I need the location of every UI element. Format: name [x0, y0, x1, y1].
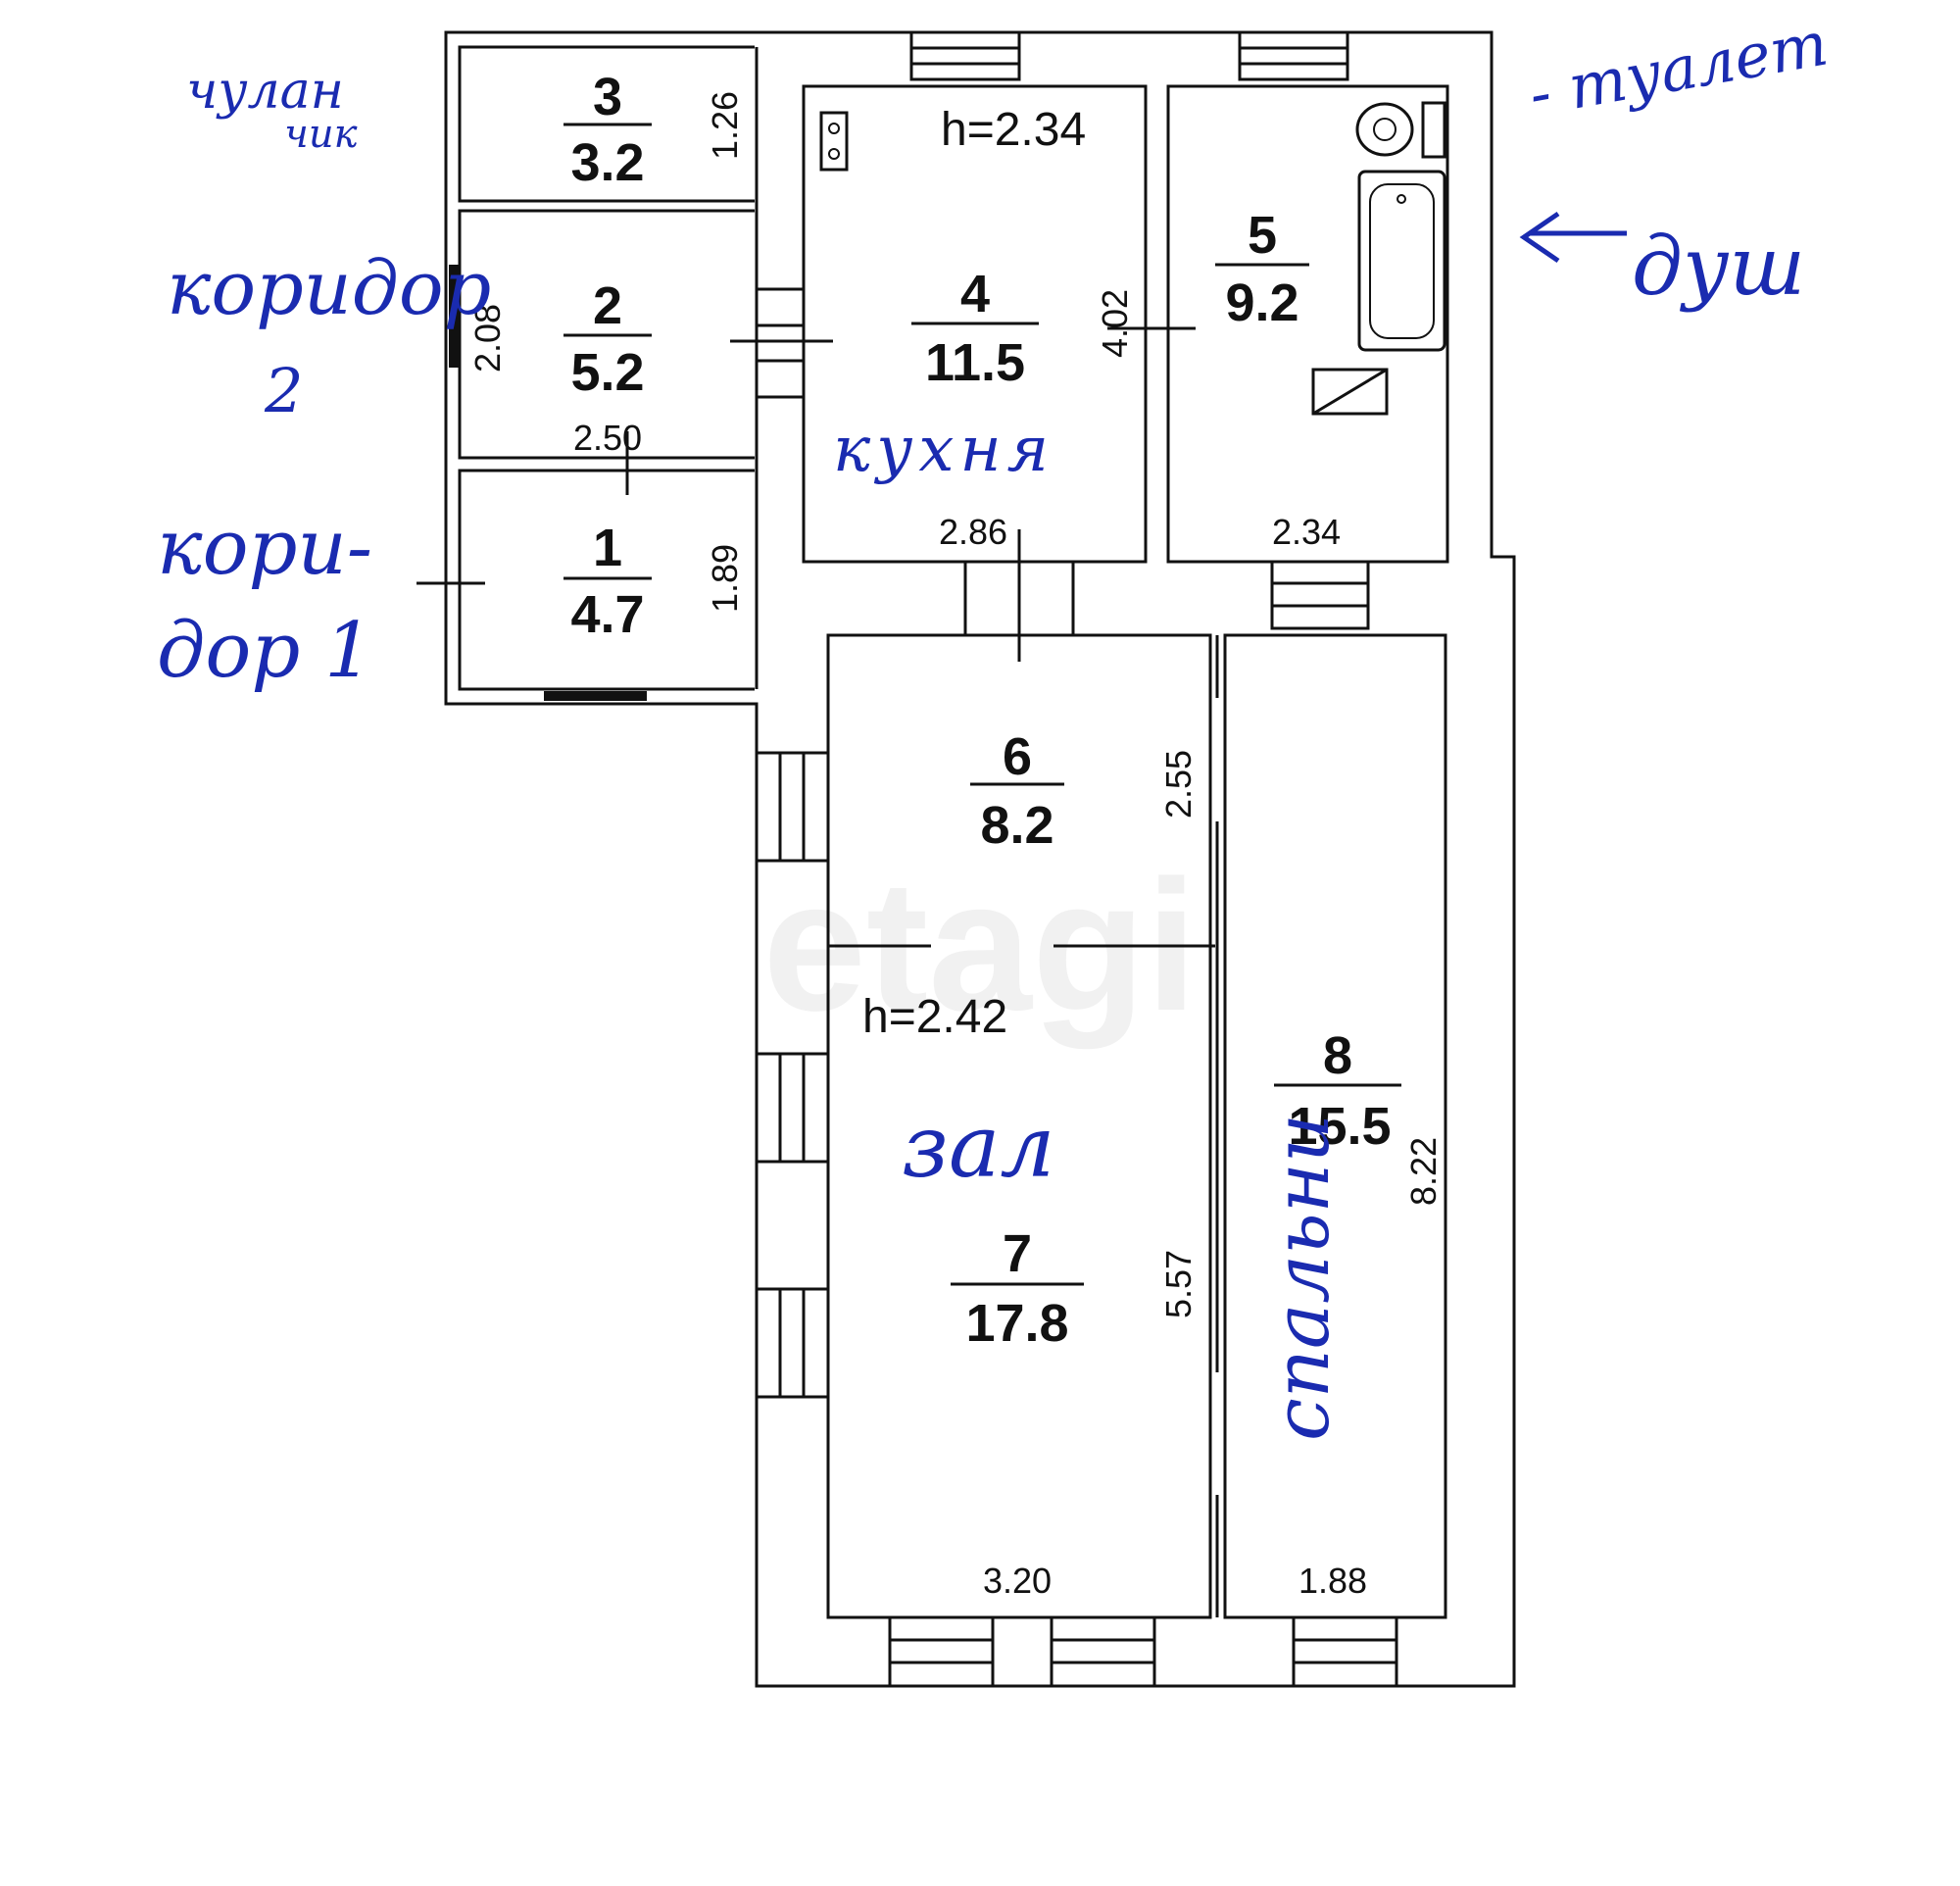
- room-7-number: 7: [1003, 1224, 1032, 1283]
- room-2-area: 5.2: [570, 343, 644, 402]
- window-left-1: [755, 751, 830, 863]
- dim-room7-height: 5.57: [1158, 1250, 1199, 1318]
- window-room2-right: [755, 287, 806, 399]
- window-left-2: [755, 1052, 830, 1164]
- window-bottom-3: [1292, 1615, 1398, 1688]
- stove-icon: [819, 111, 849, 172]
- handwritten-kitchen: кухня: [833, 414, 1054, 486]
- room-5-area: 9.2: [1225, 273, 1298, 332]
- room-4-label: 4 11.5: [911, 265, 1039, 392]
- handwritten-pantry-line2: чик: [284, 112, 358, 157]
- dim-room6-height: 2.55: [1158, 750, 1199, 819]
- handwritten-corridor1-line1: кори-: [157, 504, 372, 592]
- window-top-2: [1238, 30, 1349, 81]
- dim-room7-width: 3.20: [983, 1561, 1052, 1601]
- room-8-area: 15.5: [1288, 1097, 1391, 1156]
- room-5-number: 5: [1248, 206, 1277, 265]
- dim-kitchen-height: 4.02: [1095, 289, 1135, 358]
- handwritten-corridor1-line2: дор 1: [157, 607, 373, 695]
- room-6-label: 6 8.2: [970, 727, 1064, 855]
- windows: [755, 30, 1398, 1688]
- dim-room2-width: 2.50: [573, 418, 642, 458]
- room-7-label: 7 17.8: [951, 1224, 1084, 1353]
- room-8-label: 8 15.5: [1274, 1026, 1401, 1156]
- handwritten-bedroom: спальни: [1258, 1114, 1347, 1441]
- door-markers: [416, 326, 1196, 662]
- toilet-icon: [1355, 101, 1446, 159]
- handwritten-shower: душ: [1632, 221, 1805, 314]
- window-bathroom-below: [1270, 560, 1370, 630]
- handwritten-pantry-line1: чулан: [186, 62, 344, 121]
- handwritten-toilet: - туалет: [1524, 8, 1833, 130]
- room-3-area: 3.2: [570, 133, 644, 192]
- dim-room8-width: 1.88: [1298, 1561, 1367, 1601]
- outer-walls: [444, 30, 1516, 1688]
- room-1-number: 1: [593, 519, 622, 577]
- room-7-area: 17.8: [965, 1294, 1068, 1353]
- room-3-label: 3 3.2: [564, 68, 652, 192]
- handwritten-corridor2-line1: коридор: [167, 244, 491, 331]
- window-top-1: [909, 30, 1021, 81]
- room-4-number: 4: [960, 265, 990, 323]
- room-6-number: 6: [1003, 727, 1032, 786]
- dim-room3-height: 1.26: [705, 91, 745, 160]
- dim-room2-height: 2.08: [467, 304, 508, 372]
- dim-room1-height: 1.89: [705, 544, 745, 613]
- dim-room8-height: 8.22: [1403, 1137, 1444, 1206]
- room-2-label: 2 5.2: [564, 276, 652, 402]
- room-1-area: 4.7: [570, 585, 644, 644]
- room-3-number: 3: [593, 68, 622, 126]
- window-left-3: [755, 1287, 830, 1399]
- ceiling-height-lower: h=2.42: [862, 991, 1007, 1043]
- boiler-icon: [1311, 368, 1389, 416]
- room-6-area: 8.2: [980, 796, 1054, 855]
- window-bottom-2: [1050, 1615, 1156, 1688]
- handwritten-corridor2-line2: 2: [264, 355, 303, 426]
- arrow-icon: [1519, 211, 1627, 264]
- window-bottom-1: [888, 1615, 995, 1688]
- room-5-label: 5 9.2: [1215, 206, 1309, 332]
- room-4-area: 11.5: [925, 333, 1025, 392]
- room-1-label: 1 4.7: [564, 519, 652, 644]
- room-2-number: 2: [593, 276, 622, 335]
- handwritten-hall: зал: [902, 1096, 1055, 1197]
- dim-kitchen-width: 2.86: [939, 512, 1007, 552]
- ceiling-height-upper: h=2.34: [941, 104, 1086, 156]
- room-8-number: 8: [1323, 1026, 1352, 1085]
- bathtub-icon: [1357, 170, 1446, 352]
- dim-bath-width: 2.34: [1272, 512, 1341, 552]
